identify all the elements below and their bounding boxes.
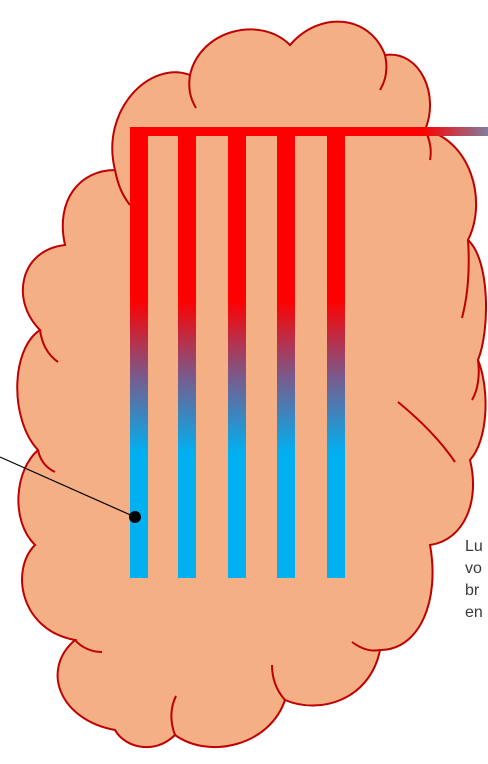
pipe-3	[228, 130, 246, 578]
caption-line-4: en	[465, 602, 483, 624]
caption-line-3: br	[465, 580, 483, 602]
pipe-4	[277, 130, 295, 578]
caption-line-1: Lu	[465, 536, 483, 558]
pointer-dot	[129, 511, 141, 523]
caption-text: Lu vo br en	[465, 536, 483, 624]
pipe-1	[130, 130, 148, 578]
pipe-5	[327, 130, 345, 578]
pipe-2	[178, 130, 196, 578]
caption-line-2: vo	[465, 558, 483, 580]
